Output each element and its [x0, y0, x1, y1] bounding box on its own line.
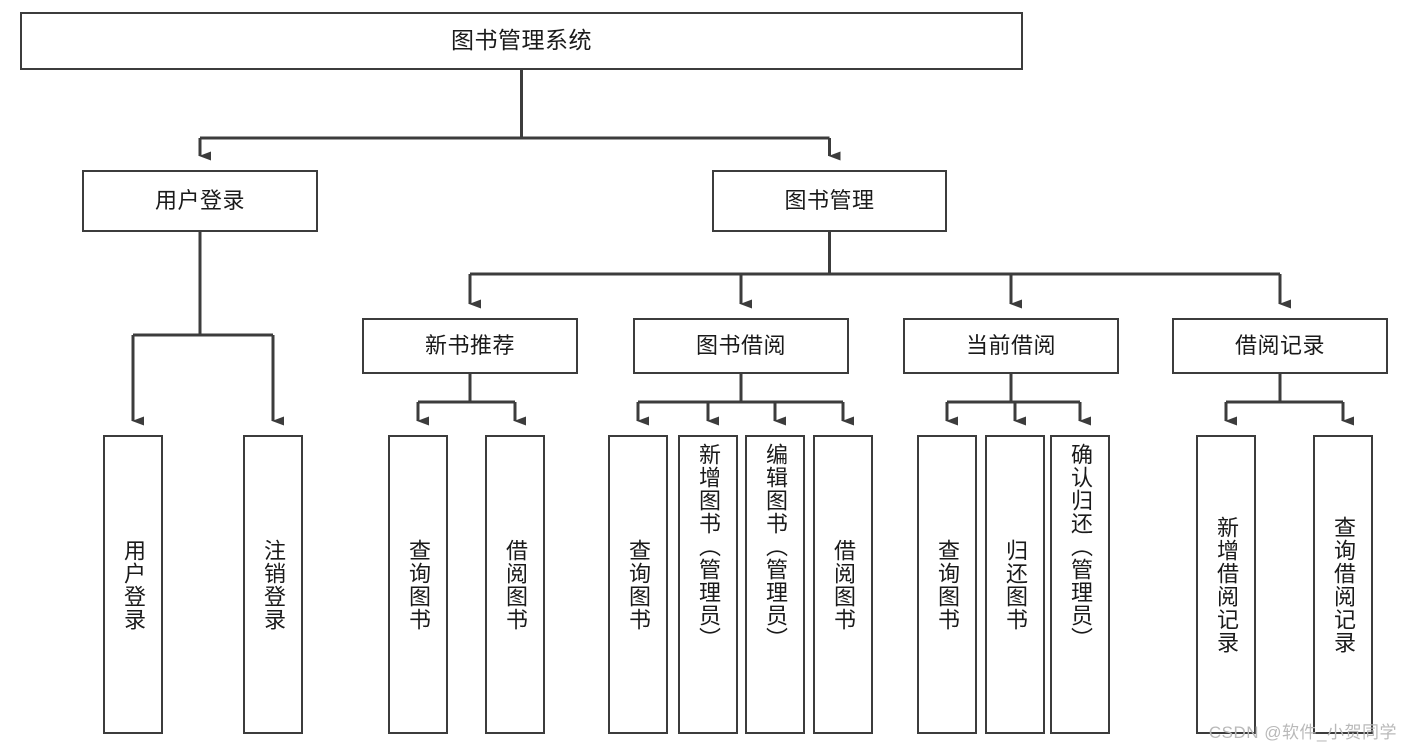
- node-leaf-edit-book[interactable]: 编辑图书（管理员）: [745, 435, 805, 734]
- connector-bus-book-borrow: [638, 374, 843, 404]
- node-leaf-query-book-1[interactable]: 查询图书: [388, 435, 448, 734]
- node-leaf-borrow-book-1[interactable]: 借阅图书: [485, 435, 545, 734]
- node-label: 用户登录: [121, 538, 146, 631]
- node-current-borrow[interactable]: 当前借阅: [903, 318, 1119, 374]
- node-label: 查询图书: [935, 538, 960, 631]
- node-label: 注销登录: [261, 538, 286, 631]
- node-book-borrow[interactable]: 图书借阅: [633, 318, 849, 374]
- node-leaf-borrow-book-2[interactable]: 借阅图书: [813, 435, 873, 734]
- node-leaf-add-record[interactable]: 新增借阅记录: [1196, 435, 1256, 734]
- node-label: 确认归还（管理员）: [1068, 443, 1093, 650]
- node-label: 查询图书: [626, 538, 651, 631]
- node-label: 查询图书: [406, 538, 431, 631]
- node-leaf-user-login[interactable]: 用户登录: [103, 435, 163, 734]
- node-book-manage[interactable]: 图书管理: [712, 170, 947, 232]
- node-label: 新增借阅记录: [1214, 515, 1239, 654]
- node-label: 图书借阅: [695, 332, 786, 358]
- node-label: 用户登录: [154, 187, 245, 213]
- connector-bus-borrow-record: [1226, 374, 1343, 404]
- node-user-login[interactable]: 用户登录: [82, 170, 318, 232]
- node-label: 图书管理系统: [451, 27, 592, 54]
- node-borrow-record[interactable]: 借阅记录: [1172, 318, 1388, 374]
- node-leaf-query-book-3[interactable]: 查询图书: [917, 435, 977, 734]
- node-leaf-return-book[interactable]: 归还图书: [985, 435, 1045, 734]
- node-leaf-logout[interactable]: 注销登录: [243, 435, 303, 734]
- connector-bus-new-book-recommend: [418, 374, 515, 404]
- node-leaf-query-record[interactable]: 查询借阅记录: [1313, 435, 1373, 734]
- connector-bus-current-borrow: [947, 374, 1080, 404]
- node-label: 借阅图书: [503, 538, 528, 631]
- node-leaf-confirm-return[interactable]: 确认归还（管理员）: [1050, 435, 1110, 734]
- node-label: 编辑图书（管理员）: [763, 443, 788, 650]
- node-label: 图书管理: [784, 187, 875, 213]
- node-label: 查询借阅记录: [1331, 515, 1356, 654]
- node-label: 归还图书: [1003, 538, 1028, 631]
- connector-bus-root: [200, 70, 830, 140]
- node-root[interactable]: 图书管理系统: [20, 12, 1023, 70]
- node-label: 新书推荐: [424, 332, 515, 358]
- node-label: 借阅图书: [831, 538, 856, 631]
- node-leaf-query-book-2[interactable]: 查询图书: [608, 435, 668, 734]
- node-label: 当前借阅: [965, 332, 1056, 358]
- node-new-book-recommend[interactable]: 新书推荐: [362, 318, 578, 374]
- node-leaf-add-book[interactable]: 新增图书（管理员）: [678, 435, 738, 734]
- connector-bus-user-login: [133, 232, 273, 337]
- connector-bus-book-manage: [470, 232, 1280, 276]
- node-label: 借阅记录: [1234, 332, 1325, 358]
- node-label: 新增图书（管理员）: [696, 443, 721, 650]
